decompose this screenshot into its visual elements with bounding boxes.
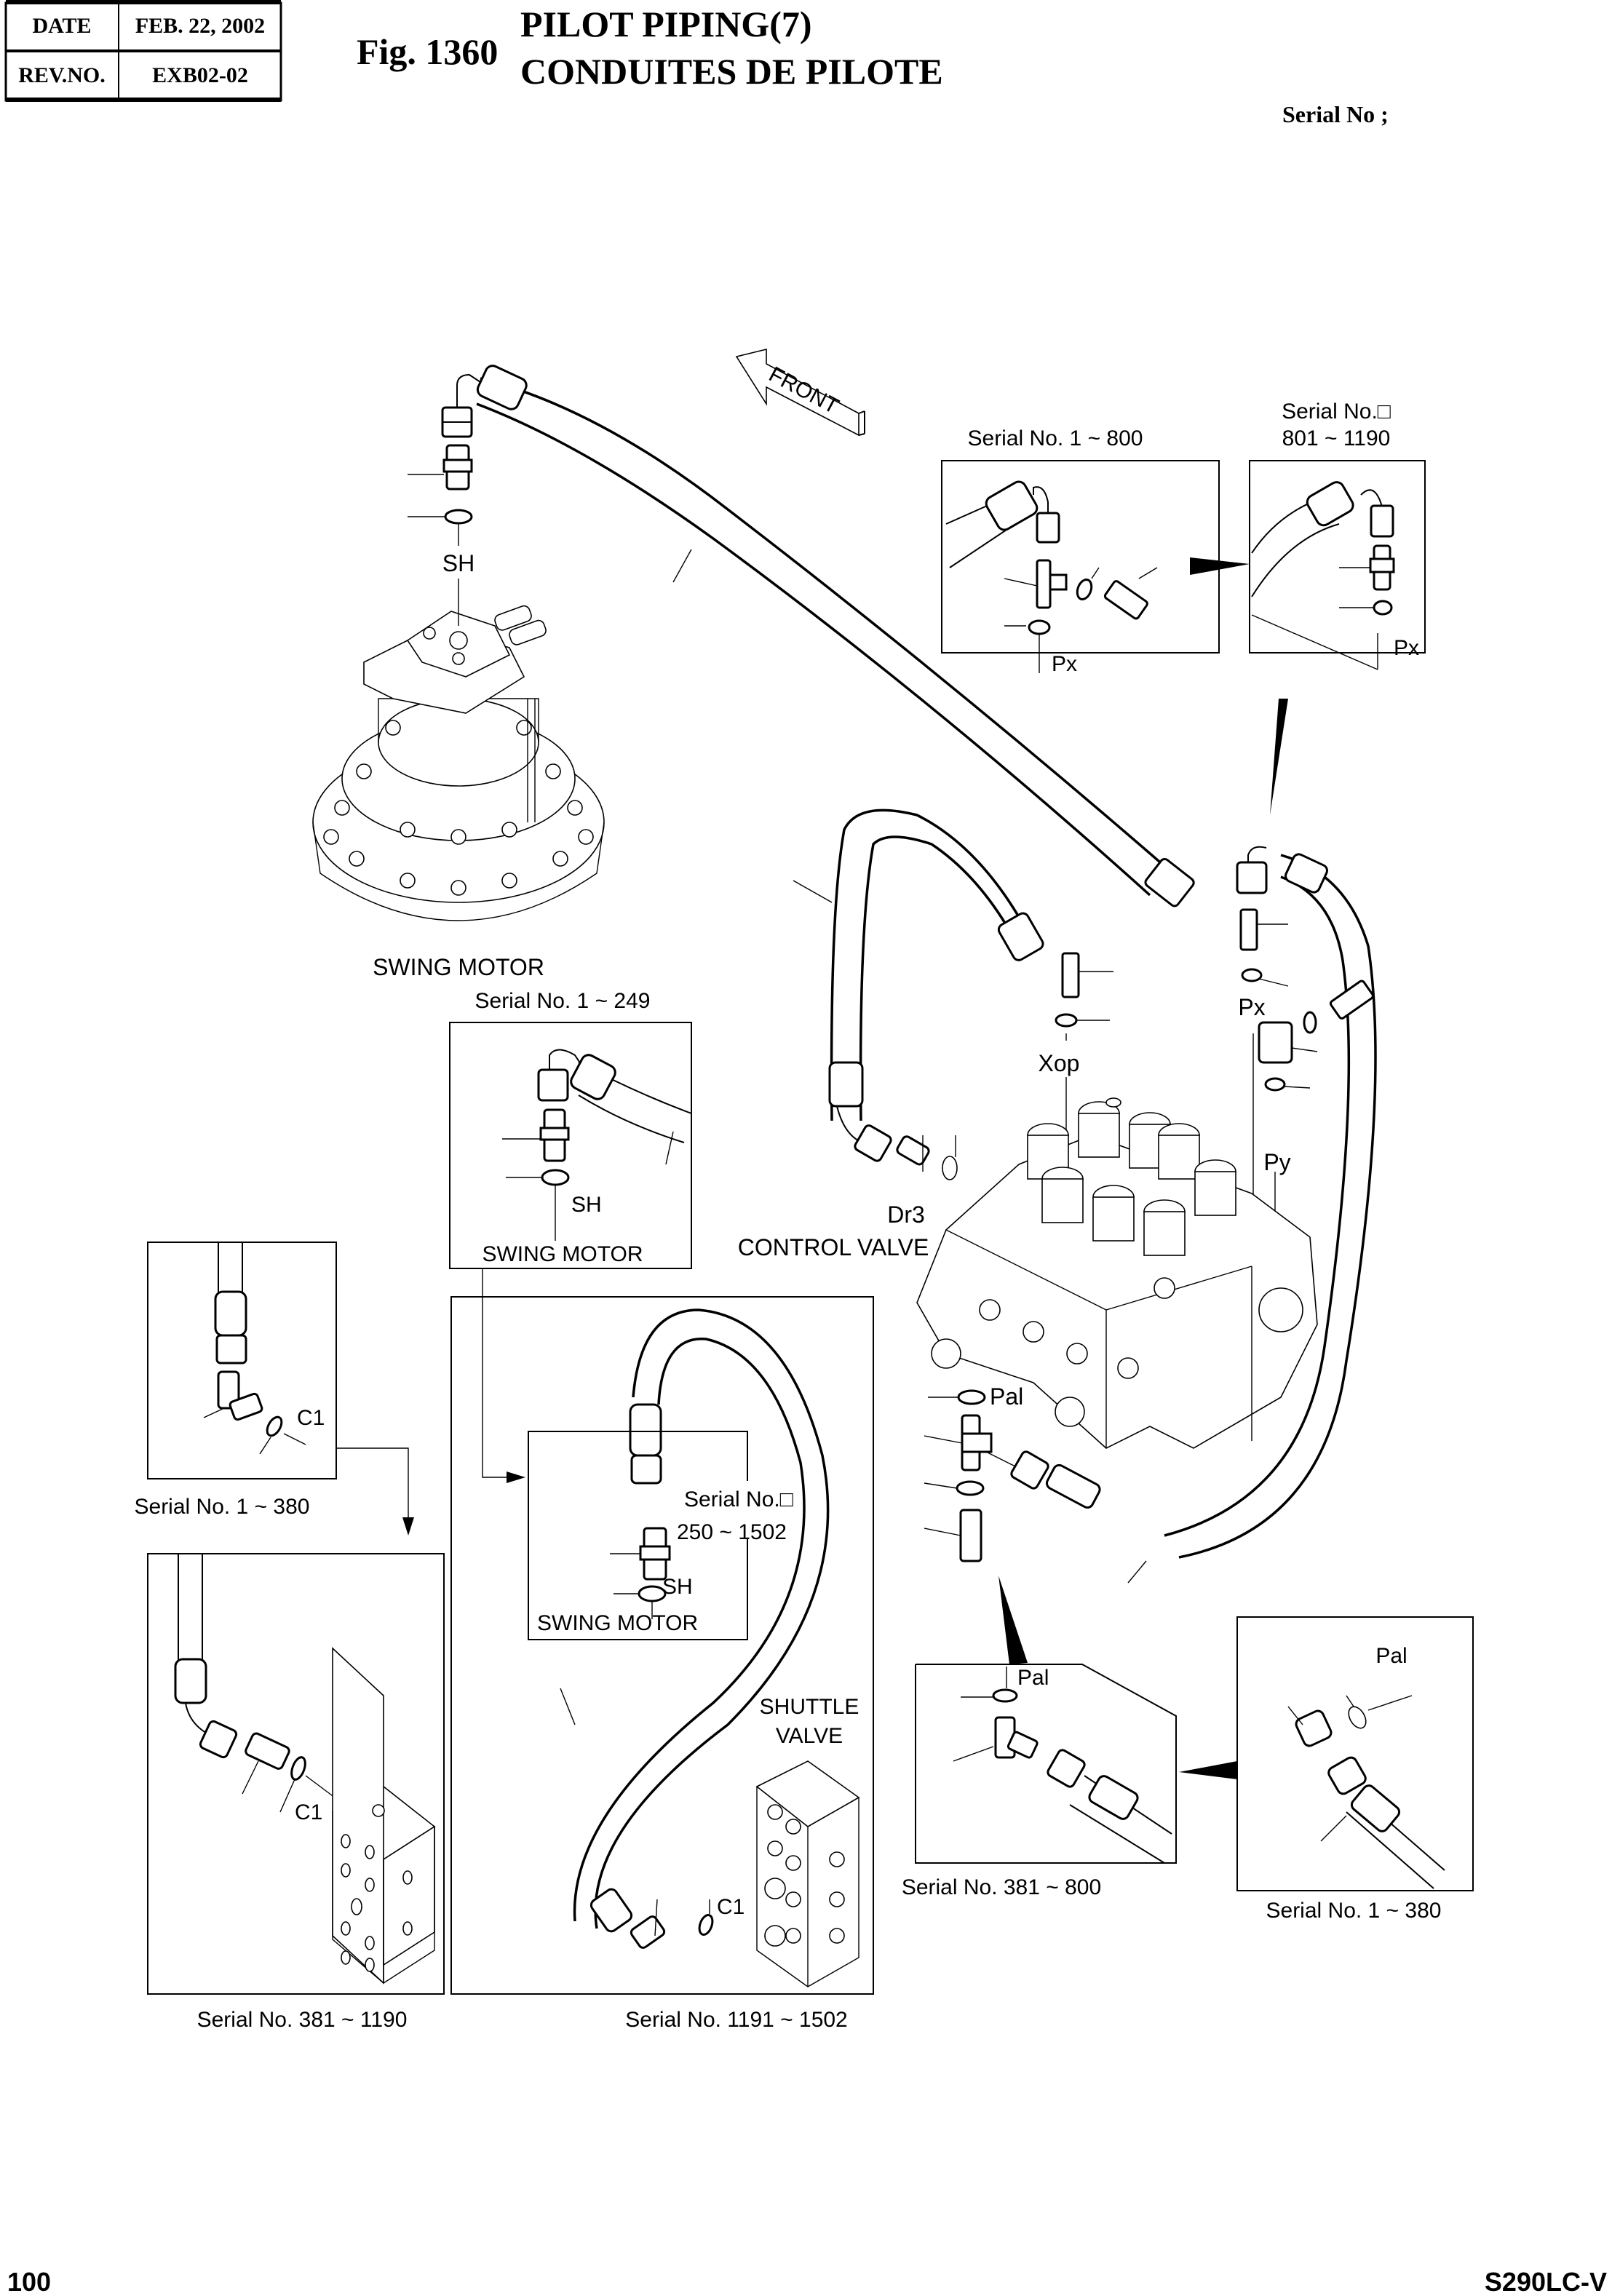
sh-fittings (408, 373, 481, 626)
hose-swing-to-valve (476, 365, 1195, 907)
box-i-port: Pal (1375, 1644, 1407, 1668)
shuttle-valve-block-f (755, 1760, 860, 1987)
py-label: Py (1263, 1149, 1290, 1175)
detail-box-sh-250-1502: Serial No.□ 250 ~ 1502 SH SWING MOTOR (528, 1431, 794, 1640)
box-b-port: Px (1394, 636, 1419, 660)
title-french: CONDUITES DE PILOTE (520, 51, 943, 92)
box-a-serial: Serial No. 1 ~ 800 (968, 426, 1143, 450)
box-d-port: C1 (297, 1406, 325, 1430)
rev-label: REV.NO. (18, 63, 105, 87)
box-d-serial: Serial No. 1 ~ 380 (135, 1495, 310, 1519)
control-valve-illustration (916, 1097, 1318, 1449)
motor-bolts (323, 720, 594, 896)
sh-label-main: SH (442, 550, 475, 576)
xop-label: Xop (1039, 1050, 1080, 1076)
box-g-port: SH (662, 1575, 693, 1599)
serial-no-header: Serial No ; (1282, 101, 1389, 127)
detail-box-c1-1191-1502: C1 SHUTTLE VALVE Serial No. 1191 ~ 1502 (450, 1296, 874, 2032)
box-g-serial-line2: 250 ~ 1502 (677, 1520, 787, 1544)
connector-arrow-d-to-e (336, 1447, 414, 1536)
px-label-main: Px (1238, 994, 1265, 1020)
control-valve-label: CONTROL VALVE (738, 1234, 929, 1260)
box-a-port: Px (1052, 652, 1077, 676)
pal-label-main: Pal (990, 1383, 1023, 1410)
box-b-serial-line2: 801 ~ 1190 (1282, 426, 1391, 450)
rev-value: EXB02-02 (152, 63, 248, 87)
hose-xop (793, 809, 1113, 1180)
detail-box-px-1-800: Serial No. 1 ~ 800 Px (941, 426, 1220, 676)
box-f-port: C1 (717, 1895, 745, 1919)
pointer-arrow-to-pal-381 (998, 1576, 1028, 1664)
revision-table: DATE FEB. 22, 2002 REV.NO. EXB02-02 (4, 0, 282, 102)
connector-arrow-c-to-g (482, 1268, 525, 1483)
spool-caps (1027, 1097, 1236, 1256)
box-h-serial: Serial No. 381 ~ 800 (902, 1875, 1101, 1899)
pointer-arrow-i-to-h (1179, 1761, 1237, 1779)
detail-box-px-801-1190: Serial No.□ 801 ~ 1190 Px (1249, 400, 1426, 670)
box-f-component-line2: VALVE (776, 1724, 843, 1748)
swing-motor-illustration (312, 605, 605, 921)
box-g-serial-line1: Serial No.□ (684, 1487, 794, 1512)
title-english: PILOT PIPING(7) (520, 4, 812, 44)
box-g-component: SWING MOTOR (537, 1611, 698, 1635)
detail-box-pal-381-800: Pal Serial No. 381 ~ 800 (902, 1664, 1177, 1899)
pointer-arrow-b-to-px (1270, 699, 1288, 815)
detail-box-pal-1-380: Pal Serial No. 1 ~ 380 (1236, 1616, 1474, 1923)
pal-fittings (924, 1389, 1147, 1584)
detail-box-sh-1-249: Serial No. 1 ~ 249 SH SWING MOTOR (449, 989, 692, 1269)
shuttle-valve-block-e (331, 1647, 436, 1985)
box-f-component-line1: SHUTTLE (760, 1695, 859, 1719)
box-e-serial: Serial No. 381 ~ 1190 (197, 2008, 408, 2032)
swing-motor-label: SWING MOTOR (373, 954, 544, 980)
px-py-fittings (1164, 846, 1377, 1559)
box-f-serial: Serial No. 1191 ~ 1502 (625, 2008, 848, 2032)
dr3-label: Dr3 (887, 1201, 925, 1228)
pointer-arrow-a-to-b (1190, 557, 1250, 575)
box-c-component: SWING MOTOR (482, 1242, 643, 1266)
box-i-serial: Serial No. 1 ~ 380 (1266, 1899, 1442, 1923)
box-e-port: C1 (295, 1800, 322, 1824)
detail-box-c1-381-1190: C1 Serial No. 381 ~ 1190 (147, 1553, 445, 2032)
date-value: FEB. 22, 2002 (135, 14, 265, 38)
box-c-serial: Serial No. 1 ~ 249 (475, 989, 651, 1013)
detail-box-c1-1-380: C1 Serial No. 1 ~ 380 (135, 1242, 337, 1519)
front-direction-arrow: FRONT (735, 348, 865, 437)
model-number: S290LC-V (1485, 2267, 1607, 2296)
page-number: 100 (7, 2267, 51, 2296)
date-label: DATE (32, 14, 91, 38)
figure-number: Fig. 1360 (357, 31, 498, 72)
box-b-serial-line1: Serial No.□ (1282, 400, 1391, 424)
box-h-port: Pal (1017, 1666, 1049, 1690)
box-c-port: SH (571, 1193, 602, 1217)
